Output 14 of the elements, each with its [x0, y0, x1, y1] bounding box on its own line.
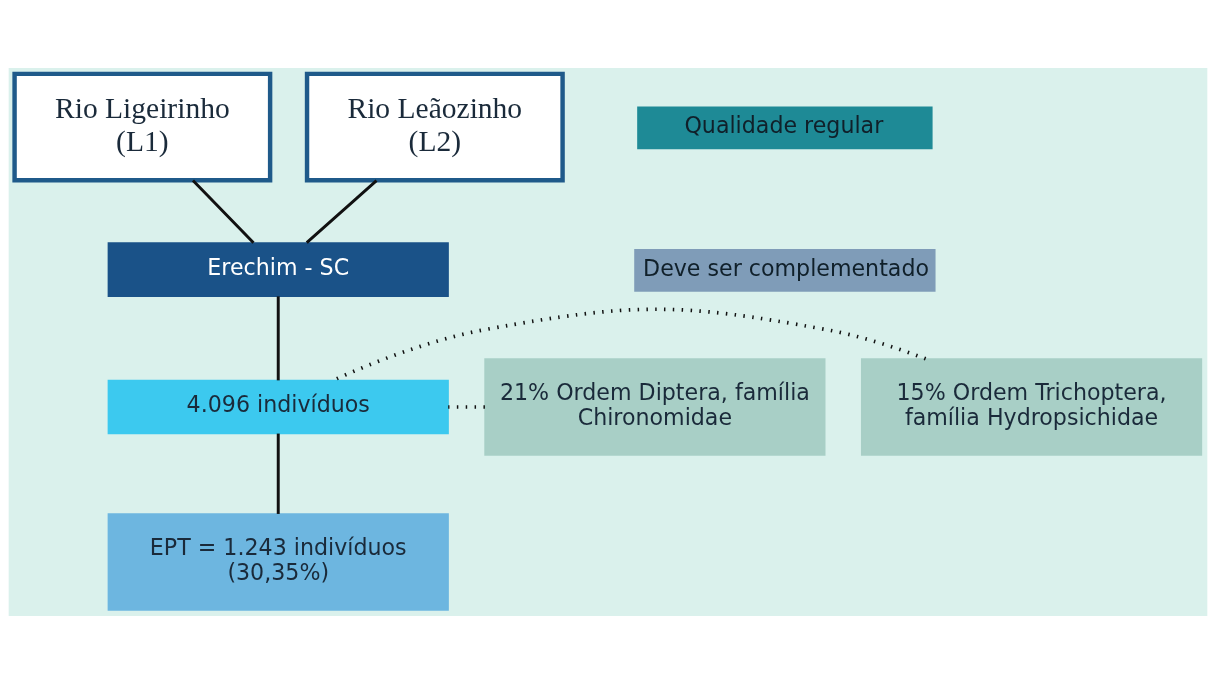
node-box: Rio Leãozinho (L2): [304, 71, 565, 183]
node-box: 4.096 indivíduos: [107, 379, 449, 435]
node-box: 15% Ordem Trichoptera, família Hydropsichidae: [860, 358, 1203, 456]
connector: [448, 405, 485, 409]
node-box: EPT = 1.243 indivíduos (30,35%): [107, 513, 449, 611]
node-box: Erechim - SC: [107, 242, 449, 297]
connector: [276, 296, 280, 381]
node-box: 21% Ordem Diptera, família Chironomidae: [484, 358, 826, 456]
connector: [191, 179, 255, 244]
connector: [276, 433, 280, 514]
legend-label: Qualidade regular: [684, 111, 884, 138]
legend-label: Deve ser complementado: [643, 254, 929, 281]
connector: [305, 179, 378, 244]
node-box: Rio Ligeirinho (L1): [12, 71, 273, 183]
